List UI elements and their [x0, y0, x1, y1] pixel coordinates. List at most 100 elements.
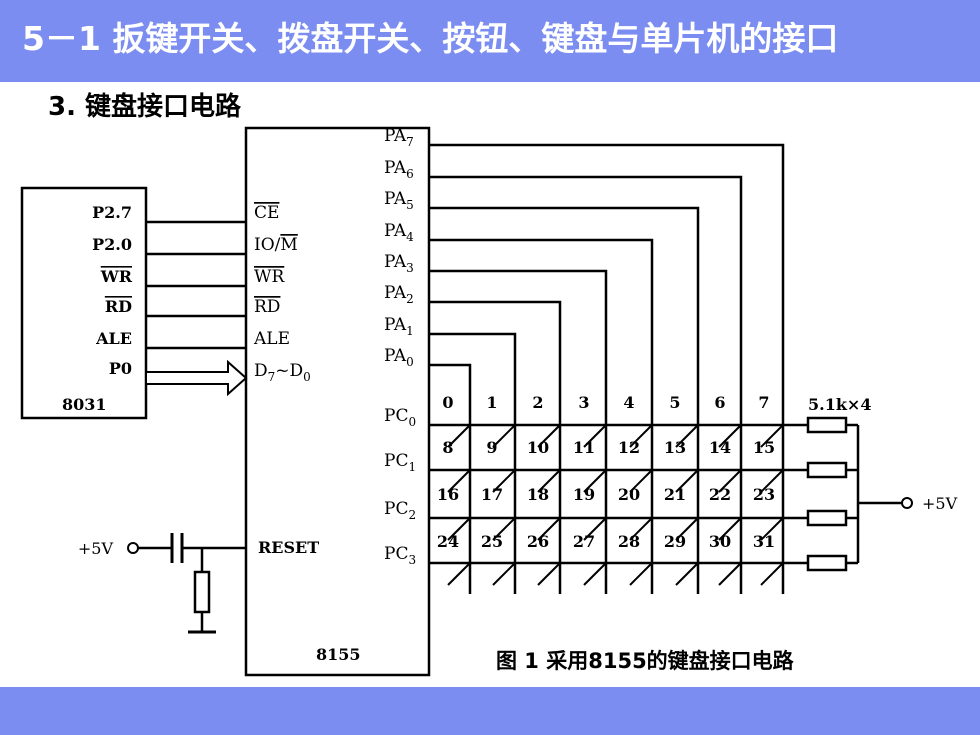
key-label: 11 — [573, 438, 595, 457]
key-label: 19 — [573, 485, 595, 504]
key-switch-mark — [629, 469, 653, 493]
key-label: 31 — [753, 532, 775, 551]
key-label: 1 — [486, 393, 497, 412]
pc-pin-label: PC3 — [384, 544, 416, 567]
key-label: 20 — [618, 485, 640, 504]
supply-terminal-right — [901, 497, 913, 509]
reset-pin-label: RESET — [258, 538, 319, 557]
key-switch-mark — [718, 562, 742, 586]
chip-8155-label: 8155 — [316, 645, 361, 664]
key-switch-mark — [537, 469, 561, 493]
pa-pin-label: PA3 — [384, 252, 414, 275]
chip-8155-left-pin: CE — [254, 203, 279, 223]
pullup-resistor — [806, 461, 848, 479]
key-label: 3 — [578, 393, 589, 412]
pa-pin-label: PA2 — [384, 283, 414, 306]
key-switch-mark — [492, 517, 516, 541]
key-label: 5 — [669, 393, 680, 412]
key-label: 14 — [709, 438, 731, 457]
key-switch-mark — [718, 424, 742, 448]
key-label: 12 — [618, 438, 640, 457]
column-wire — [429, 206, 700, 594]
key-label: 30 — [709, 532, 731, 551]
data-bus-arrow — [145, 359, 248, 397]
key-switch-mark — [537, 562, 561, 586]
key-switch-mark — [447, 469, 471, 493]
key-label: 8 — [442, 438, 453, 457]
figure-caption: 图 1 采用8155的键盘接口电路 — [496, 649, 795, 673]
key-switch-mark — [760, 469, 784, 493]
column-wire — [429, 143, 785, 594]
column-wire — [429, 332, 517, 594]
key-label: 25 — [481, 532, 503, 551]
slide-title: 5－1 扳键开关、拨盘开关、按钮、键盘与单片机的接口 — [22, 19, 839, 58]
column-wire — [429, 238, 654, 594]
pa-pin-label: PA4 — [384, 221, 414, 244]
pullup-resistor — [806, 554, 848, 572]
key-switch-mark — [760, 562, 784, 586]
key-switch-mark — [760, 424, 784, 448]
resistor-value-label: 5.1k×4 — [808, 395, 871, 414]
chip-8155-left-pin: IO/M — [254, 235, 298, 255]
key-label: 29 — [664, 532, 686, 551]
key-switch-mark — [537, 424, 561, 448]
reset-resistor — [193, 570, 211, 614]
chip-8155-body — [244, 126, 431, 677]
key-switch-mark — [675, 562, 699, 586]
key-label: 13 — [664, 438, 686, 457]
key-switch-mark — [718, 469, 742, 493]
key-label: 22 — [709, 485, 731, 504]
pullup-resistor — [806, 416, 848, 434]
section-heading: 3. 键盘接口电路 — [48, 92, 242, 122]
key-label: 28 — [618, 532, 640, 551]
key-switch-mark — [629, 424, 653, 448]
chip-8155-left-pin: RD — [254, 297, 280, 317]
column-wire — [429, 175, 743, 594]
key-switch-mark — [718, 517, 742, 541]
footer-bar — [0, 687, 980, 735]
key-switch-mark — [583, 469, 607, 493]
key-label: 6 — [714, 393, 725, 412]
key-label: 24 — [437, 532, 459, 551]
key-label: 9 — [486, 438, 497, 457]
key-label: 26 — [527, 532, 549, 551]
column-wire — [429, 300, 562, 594]
pa-pin-label: PA0 — [384, 346, 414, 369]
key-label: 21 — [664, 485, 686, 504]
chip-8031-pin-label: RD — [105, 297, 132, 316]
key-switch-mark — [583, 562, 607, 586]
key-switch-mark — [583, 424, 607, 448]
pullup-resistor — [806, 509, 848, 527]
wires-layer — [20, 126, 913, 677]
key-label: 7 — [758, 393, 769, 412]
key-label: 15 — [753, 438, 775, 457]
key-switch-mark — [492, 562, 516, 586]
chip-8155-left-pin: ALE — [253, 329, 290, 349]
supply-left-label: +5V — [78, 539, 114, 558]
pa-pin-label: PA1 — [384, 315, 414, 338]
key-switch-mark — [675, 517, 699, 541]
key-label: 17 — [481, 485, 503, 504]
key-label: 4 — [623, 393, 634, 412]
column-wire — [429, 269, 608, 594]
chip-8031-pin-label: P0 — [109, 359, 132, 378]
chip-8155-left-pin: WR — [254, 267, 285, 287]
key-label: 18 — [527, 485, 549, 504]
key-switch-mark — [537, 517, 561, 541]
key-label: 2 — [532, 393, 543, 412]
chip-8031-pin-label: P2.7 — [92, 203, 132, 222]
key-switch-mark — [447, 517, 471, 541]
chip-8031-label: 8031 — [62, 395, 107, 414]
key-switch-mark — [675, 469, 699, 493]
key-switch-mark — [675, 424, 699, 448]
key-switch-mark — [760, 517, 784, 541]
pa-pin-label: PA5 — [384, 189, 414, 212]
key-label: 27 — [573, 532, 595, 551]
chip-8031-pin-label: WR — [100, 267, 133, 286]
key-label: 23 — [753, 485, 775, 504]
pc-pin-label: PC2 — [384, 499, 416, 522]
key-switch-mark — [629, 562, 653, 586]
chip-8155-left-pin: D7~D0 — [254, 361, 311, 384]
chip-8031-pin-label: ALE — [95, 329, 132, 348]
supply-right-label: +5V — [922, 494, 958, 513]
